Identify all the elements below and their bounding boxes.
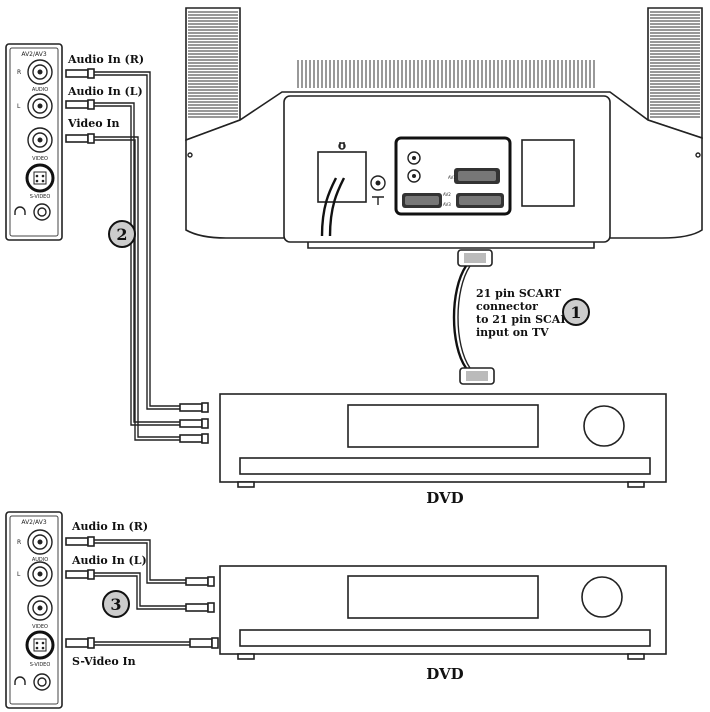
step-3-marker: 3 <box>102 590 130 618</box>
headphone-icon-bottom <box>14 676 26 685</box>
panel-top-r-mark: R <box>17 69 21 76</box>
side-av-panel-bottom: AV2/AV3 R AUDIO L VIDEO S-VIDEO <box>5 511 63 709</box>
panel-bottom-svideo-label: S-VIDEO <box>30 662 51 668</box>
top-rca-plugs <box>65 68 95 144</box>
panel-top-svideo-label: S-VIDEO <box>30 194 51 200</box>
bottom-panel-plugs <box>65 536 95 649</box>
power-socket <box>317 151 367 203</box>
tv-left-grille <box>185 7 241 142</box>
dvd-bottom-front-strip <box>239 629 651 647</box>
panel-bottom-headphone-jack <box>33 673 51 691</box>
label-bottom-audio-l: Audio In (L) <box>71 554 147 567</box>
tv-scart-av2-label: AV2 <box>443 192 451 197</box>
power-cable <box>320 177 338 237</box>
scart-note-line2: connector <box>476 300 538 313</box>
headphone-icon <box>14 206 26 215</box>
panel-top-headphone-jack <box>33 203 51 221</box>
scart-note-line1: 21 pin SCART <box>476 287 562 300</box>
dvd-player-top <box>219 393 667 488</box>
svg-text:1: 1 <box>570 303 581 322</box>
tv-audio-jack-l <box>407 169 421 183</box>
label-bottom-audio-r: Audio In (R) <box>71 520 148 533</box>
scart-note-line3: to 21 pin SCART <box>476 313 578 326</box>
panel-bottom-audio-l-jack <box>27 561 53 587</box>
label-bottom-svideo-in: S-Video In <box>72 655 136 668</box>
label-top-audio-l: Audio In (L) <box>67 85 143 98</box>
dvd-bottom-knob <box>581 576 623 618</box>
antenna-socket <box>370 175 386 191</box>
panel-top-header: AV2/AV3 <box>21 51 46 58</box>
scart-cable <box>452 249 495 385</box>
panel-bottom-header: AV2/AV3 <box>21 519 46 526</box>
side-av-panel-top: AV2/AV3 R AUDIO L VIDEO S-VIDEO <box>5 43 63 241</box>
panel-top-video-jack <box>27 127 53 153</box>
panel-top-audio-label: AUDIO <box>32 87 48 93</box>
panel-top-l-mark: L <box>17 103 21 110</box>
panel-bottom-video-label: VIDEO <box>32 624 48 630</box>
tv-audio-jack-r <box>407 151 421 165</box>
panel-top-video-label: VIDEO <box>32 156 48 162</box>
dvd-bottom-disc-tray <box>347 575 539 619</box>
dvd-top-label: DVD <box>426 489 463 507</box>
dvd-bottom-label: DVD <box>426 665 463 683</box>
dvd-top-knob <box>583 405 625 447</box>
svg-text:2: 2 <box>116 225 127 244</box>
scart-note-line4: input on TV <box>476 326 549 339</box>
label-top-audio-r: Audio In (R) <box>67 53 144 66</box>
panel-top-audio-r-jack <box>27 59 53 85</box>
bottom-av-cables <box>94 539 190 646</box>
tv-scart-av1-label: AV1 <box>448 175 456 180</box>
top-dvd-rca-plugs <box>179 402 209 444</box>
bottom-dvd-plugs <box>185 576 219 649</box>
step-1-marker: 1 <box>562 298 590 326</box>
scart-lead <box>452 265 468 369</box>
dvd-player-bottom <box>219 565 667 660</box>
panel-top-audio-l-jack <box>27 93 53 119</box>
antenna-icon <box>372 196 384 205</box>
dvd-top-disc-tray <box>347 404 539 448</box>
tv-scart-av3-label: AV3 <box>443 202 451 207</box>
svg-text:3: 3 <box>110 595 121 614</box>
step-2-marker: 2 <box>108 220 136 248</box>
tv-rear: AV1 AV2 AV3 <box>185 7 703 249</box>
panel-bottom-audio-label: AUDIO <box>32 557 48 563</box>
top-av-cables <box>94 71 180 441</box>
panel-bottom-audio-r-jack <box>27 529 53 555</box>
tv-blank-plate <box>521 139 575 207</box>
panel-bottom-l-mark: L <box>17 571 21 578</box>
dvd-top-front-strip <box>239 457 651 475</box>
panel-bottom-video-jack <box>27 595 53 621</box>
label-top-video-in: Video In <box>67 117 120 130</box>
panel-bottom-r-mark: R <box>17 539 21 546</box>
